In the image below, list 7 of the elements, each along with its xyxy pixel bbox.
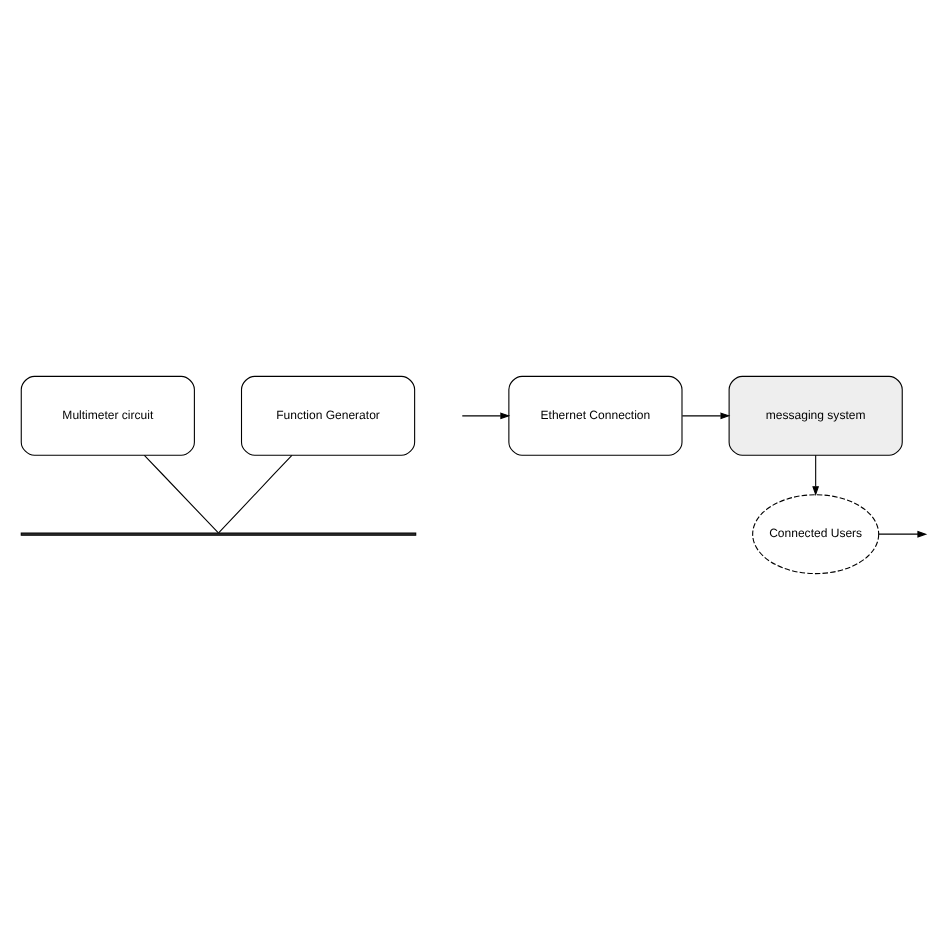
arrow [878, 529, 928, 537]
node-bar [20, 531, 417, 535]
arrow [461, 411, 511, 419]
arrow [681, 411, 731, 419]
arrow [812, 453, 820, 496]
connector [218, 453, 293, 533]
connector [143, 453, 219, 533]
